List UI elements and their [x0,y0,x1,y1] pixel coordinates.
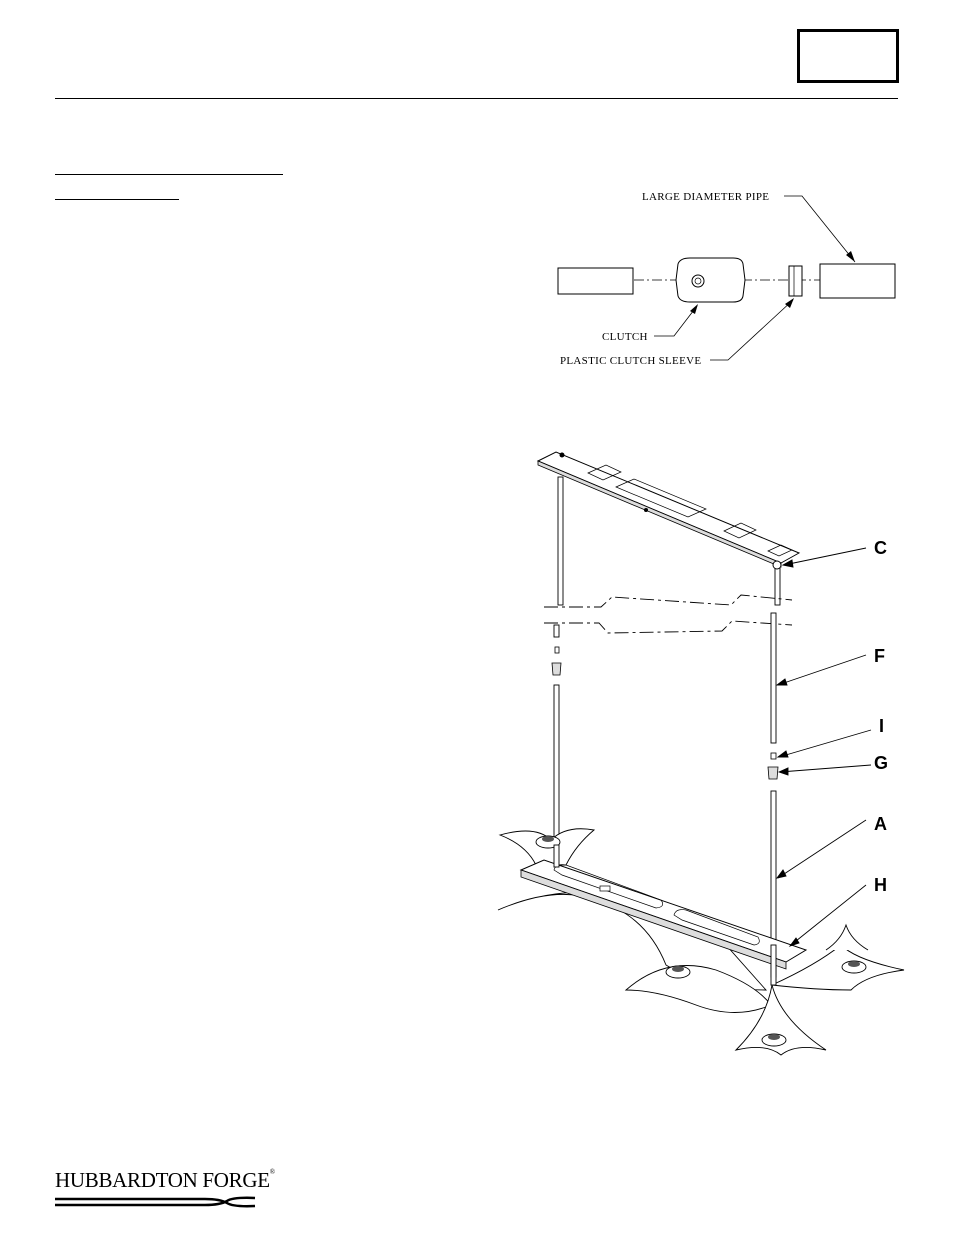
canopy-screw [772,560,782,570]
clutch-diagram: LARGE DIAMETER PIPE CLUTCH PLASTIC CLUTC… [557,191,896,367]
logo-wordmark: HUBBARDTON FORGE [55,1168,270,1192]
callout-leaders [775,547,872,947]
break-line-bottom [544,620,793,634]
large-diameter-pipe [819,263,896,299]
callout-I: I [879,716,884,736]
header-rule [55,98,898,99]
clutch-screw-hole [691,274,705,288]
plastic-clutch-sleeve [788,265,803,297]
callout-F: F [874,646,885,666]
fixture-assembly-diagram: C F I G A H [497,451,905,1056]
callout-C: C [874,538,887,558]
part-G [767,766,779,780]
large-pipe-label: LARGE DIAMETER PIPE [642,191,769,203]
canopy-plate [536,451,801,568]
clutch-body [675,257,746,303]
callout-A: A [874,814,887,834]
part-I [770,752,777,760]
section-subheading-line [55,199,179,200]
clutch-label: CLUTCH [602,331,648,343]
left-upper-stem [557,476,564,606]
socket-cups [535,835,867,1047]
small-pipe [557,267,634,295]
plate-H [519,859,808,970]
stem-F [770,612,777,744]
left-lower-stem [553,684,560,846]
callout-H: H [874,875,887,895]
tongs-icon [55,1196,256,1208]
page-number-box [797,29,899,83]
registered-mark: ® [269,1168,275,1176]
sleeve-label: PLASTIC CLUTCH SLEEVE [560,355,701,367]
section-heading-line [55,174,283,175]
hubbardton-forge-logo: HUBBARDTON FORGE® [55,1168,275,1212]
callout-G: G [874,753,888,773]
break-line-top [544,594,793,608]
